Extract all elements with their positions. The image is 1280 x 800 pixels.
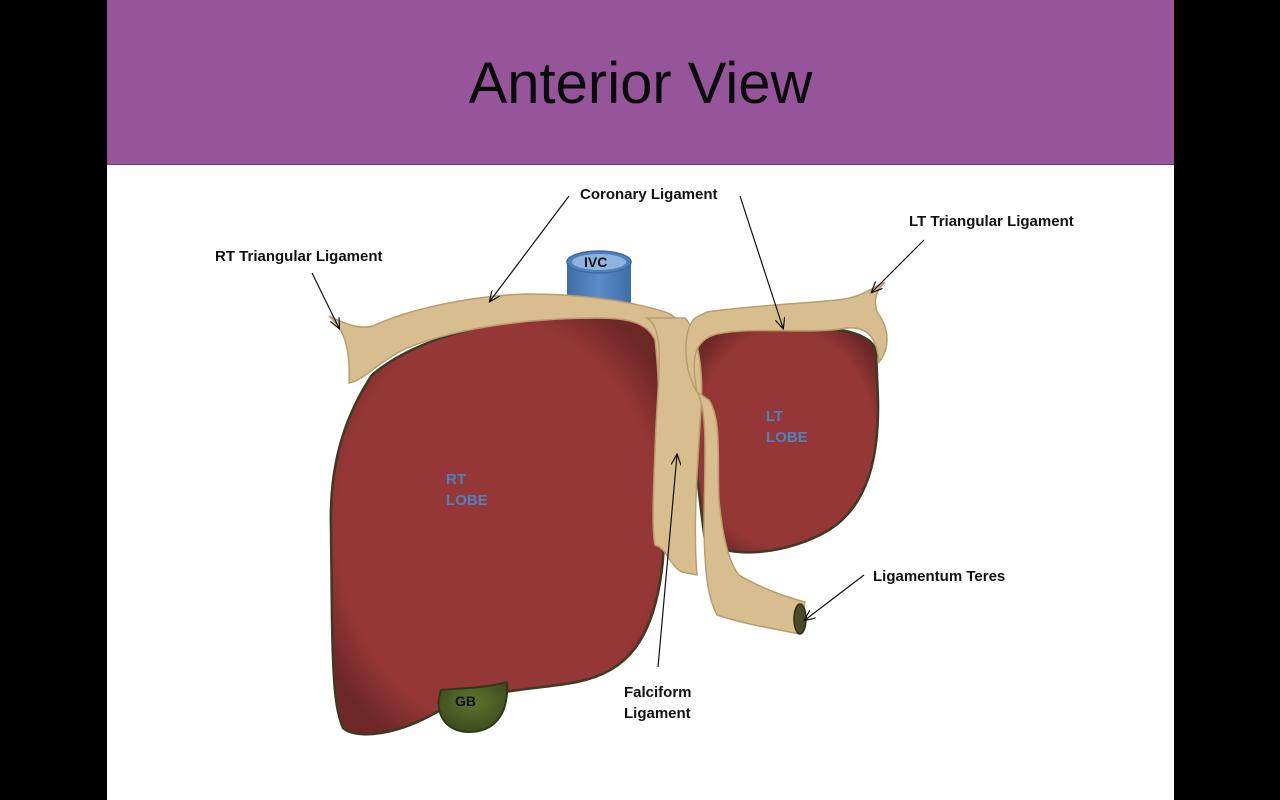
gallbladder-label: GB [455,693,476,709]
title-bar: Anterior View [107,0,1174,165]
lt-lobe-label: LT LOBE [766,406,808,448]
falciform-ligament-label: Falciform Ligament [624,682,692,724]
lt-lobe-line1: LT [766,408,784,425]
rt-lobe-line1: RT [446,471,466,488]
lt-lobe-line2: LOBE [766,429,808,446]
lt-triangular-arrow [872,239,925,292]
annotation-arrows [311,195,925,668]
coronary-arrow-left [490,195,570,301]
liver-diagram [311,195,925,736]
ligamentum-teres-arrow [805,574,865,620]
slide-title: Anterior View [468,51,813,116]
right-lobe-shape [329,314,667,736]
left-coronary-band-shape [685,281,888,393]
rt-lobe-line2: LOBE [446,492,488,509]
slide: Anterior View [107,0,1174,800]
falciform-line2: Ligament [624,705,691,722]
ligamentum-teres-label: Ligamentum Teres [873,568,1006,585]
ligamentum-teres-end [793,603,807,635]
lt-triangular-ligament-label: LT Triangular Ligament [909,213,1074,230]
coronary-arrow-right [739,195,783,328]
ivc-label: IVC [584,254,608,270]
gallbladder-shape [437,680,509,734]
falciform-arrow [657,455,677,668]
ivc-vessel [566,250,632,304]
rt-triangular-ligament-label: RT Triangular Ligament [215,248,383,265]
rt-triangular-arrow [311,272,339,328]
falciform-line1: Falciform [624,684,692,701]
coronary-ligament-label: Coronary Ligament [580,186,718,203]
rt-lobe-label: RT LOBE [446,469,488,511]
